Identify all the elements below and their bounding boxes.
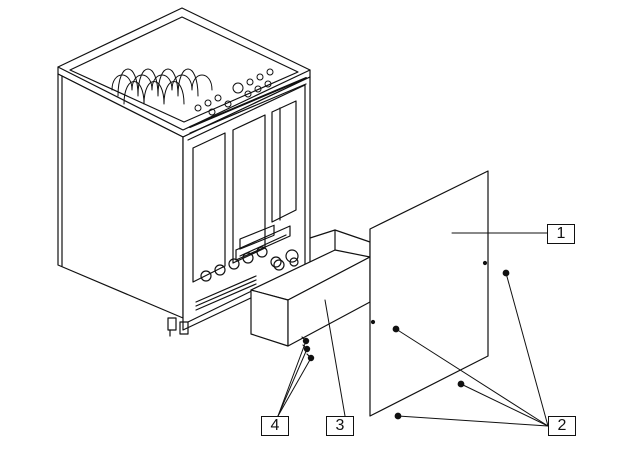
leader-lines — [277, 232, 549, 427]
callout-2: 2 — [548, 416, 576, 436]
leader-4c — [277, 357, 312, 417]
leader-4b — [277, 348, 308, 417]
callout-4: 4 — [261, 416, 289, 436]
leader-4a — [277, 340, 307, 417]
heating-elements — [111, 68, 274, 116]
leader-3 — [324, 299, 346, 417]
part-1-front-panel — [369, 170, 489, 417]
leader-2a — [505, 272, 549, 427]
leader-2b — [395, 328, 549, 427]
part-3-terminal-cover — [250, 229, 371, 347]
leader-2c — [460, 383, 549, 427]
callout-1: 1 — [547, 224, 575, 244]
leader-2d — [397, 415, 549, 427]
heater-top-frame — [57, 7, 311, 138]
callout-3: 3 — [326, 416, 354, 436]
